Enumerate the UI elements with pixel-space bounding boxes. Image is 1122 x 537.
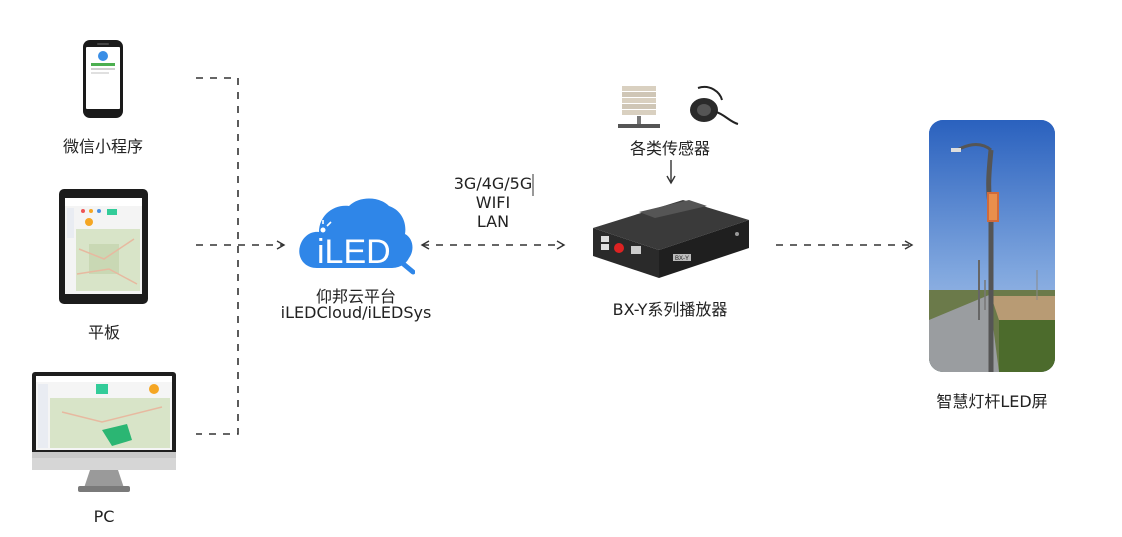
phone-icon <box>83 40 123 118</box>
phone-device <box>82 39 124 119</box>
tablet-label: 平板 <box>87 323 120 342</box>
monitor-icon <box>32 372 176 492</box>
sensors-label: 各类传感器 <box>629 139 710 158</box>
sensor-shutter-box <box>616 84 662 130</box>
bracket-top-line <box>196 77 239 435</box>
player-label: BX-Y系列播放器 <box>612 300 728 319</box>
sensor-probe <box>684 84 740 130</box>
platform-name-en: iLEDCloud/iLEDSys <box>280 303 432 322</box>
pc-device <box>32 372 176 494</box>
probe-sensor-icon <box>690 86 739 125</box>
logo-text: iLED <box>317 233 391 271</box>
network-line-2: WIFI <box>475 193 511 212</box>
tablet-icon <box>59 189 148 304</box>
platform-name-cn: 仰邦云平台 <box>315 287 396 306</box>
player-box-icon: BX-Y <box>593 200 749 278</box>
player-device-tag: BX-Y <box>675 256 689 262</box>
network-line-1: 3G/4G/5G <box>453 174 533 193</box>
weather-sensor-icon <box>618 86 660 128</box>
player-device: BX-Y <box>589 198 753 280</box>
smart-pole-photo <box>929 120 1055 372</box>
cloud-logo: iLED <box>297 196 416 276</box>
cloud-icon: iLED <box>299 198 416 275</box>
network-line-3: LAN <box>476 212 510 231</box>
wechat-label: 微信小程序 <box>62 137 143 156</box>
street-pole-image <box>929 120 1055 372</box>
pc-label: PC <box>93 507 115 526</box>
tablet-device <box>59 189 148 304</box>
screen-label: 智慧灯杆LED屏 <box>936 392 1048 411</box>
